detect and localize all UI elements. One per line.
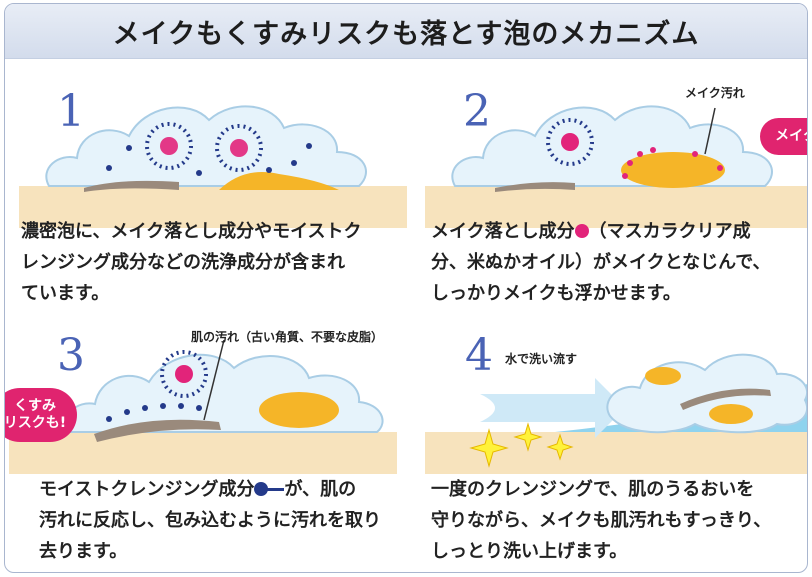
foam-bubble — [451, 105, 773, 187]
cleansing-micelle-1 — [145, 122, 193, 170]
sparkle-icons — [469, 422, 574, 468]
step-2-number: 2 — [463, 86, 491, 137]
step-3-description: モイストクレンジング成分が、肌の 汚れに反応し、包み込むように汚れを取り 去りま… — [39, 479, 381, 562]
dullness-badge: くすみ リスクも! — [5, 388, 77, 442]
step-2-description: メイク落とし成分（マスカラクリア成 分、米ぬかオイル）がメイクとなじんで、 しっ… — [431, 221, 771, 304]
skin-layer — [19, 186, 407, 228]
step-4-description: 一度のクレンジングで、肌のうるおいを 守りながら、メイクも肌汚れもすっきり、 し… — [431, 479, 772, 562]
lifted-makeup — [621, 152, 725, 188]
skin-dirt — [94, 419, 221, 442]
removed-makeup-2 — [709, 404, 753, 424]
step-2-illustration — [425, 105, 807, 228]
step-3-panel: 3 肌の汚れ（古い角質、不要な皮脂） くすみ リスクも! モイストクレンジング成… — [5, 324, 397, 572]
title-bar: メイクもくすみリスクも落とす泡のメカニズム — [5, 4, 807, 59]
figure-title: メイクもくすみリスクも落とす泡のメカニズム — [112, 18, 700, 50]
foam-bubble — [45, 105, 367, 187]
rinse-arrow — [480, 378, 625, 438]
step-4-number: 4 — [465, 330, 493, 381]
step-4-illustration — [425, 353, 807, 474]
step-1-number: 1 — [57, 86, 85, 137]
foam-bubble — [65, 353, 384, 433]
scattered-molecules — [106, 143, 312, 176]
makeup-dirt — [219, 172, 339, 190]
foam-bubble — [606, 353, 807, 434]
makeup-dirt-label: メイク汚れ — [685, 86, 745, 100]
cleansing-molecule-icon — [254, 482, 285, 496]
makeup-remover-icon — [574, 224, 589, 238]
step-1-panel: 1 濃密泡に、メイク落とし成分やモイストク レンジング成分などの洗浄成分が含まれ… — [19, 68, 407, 326]
label-pointer — [203, 339, 225, 421]
skin-layer — [425, 432, 807, 474]
cleansing-micelle — [160, 350, 208, 398]
skin-dirt-label: 肌の汚れ（古い角質、不要な皮脂） — [191, 330, 384, 344]
makeup-badge: メイク落 — [760, 118, 807, 155]
makeup-dirt — [259, 392, 339, 428]
skin-layer — [425, 186, 807, 228]
step-1-illustration — [19, 105, 407, 228]
skin-dirt — [84, 180, 179, 192]
label-pointer — [704, 107, 716, 155]
step-2-panel: 2 メイク汚れ メイク落 メイク落とし成分（マスカラクリア成 分、米ぬかオイル）… — [425, 68, 807, 326]
cleansing-molecules-wrapping-dirt — [106, 403, 202, 422]
removed-skin-dirt — [680, 388, 771, 410]
makeup-remover-dots — [622, 147, 723, 179]
removed-makeup-1 — [645, 367, 681, 385]
cleansing-micelle-2 — [215, 124, 263, 172]
step-4-panel: 4 水で洗い流す 一度のクレンジングで、肌のうるおいを 守りながら、メイクも肌汚… — [425, 324, 807, 572]
step-1-description: 濃密泡に、メイク落とし成分やモイストク レンジング成分などの洗浄成分が含まれ て… — [21, 221, 362, 304]
skin-dirt — [495, 182, 575, 192]
figure-frame: メイクもくすみリスクも落とす泡のメカニズム 1 濃密泡に、メイク落とし成分やモイ… — [4, 3, 808, 573]
step-3-number: 3 — [57, 330, 85, 381]
skin-layer — [9, 432, 397, 474]
cleansing-micelle-1 — [546, 118, 594, 166]
rinse-label: 水で洗い流す — [505, 352, 578, 366]
step-3-illustration — [9, 339, 397, 474]
